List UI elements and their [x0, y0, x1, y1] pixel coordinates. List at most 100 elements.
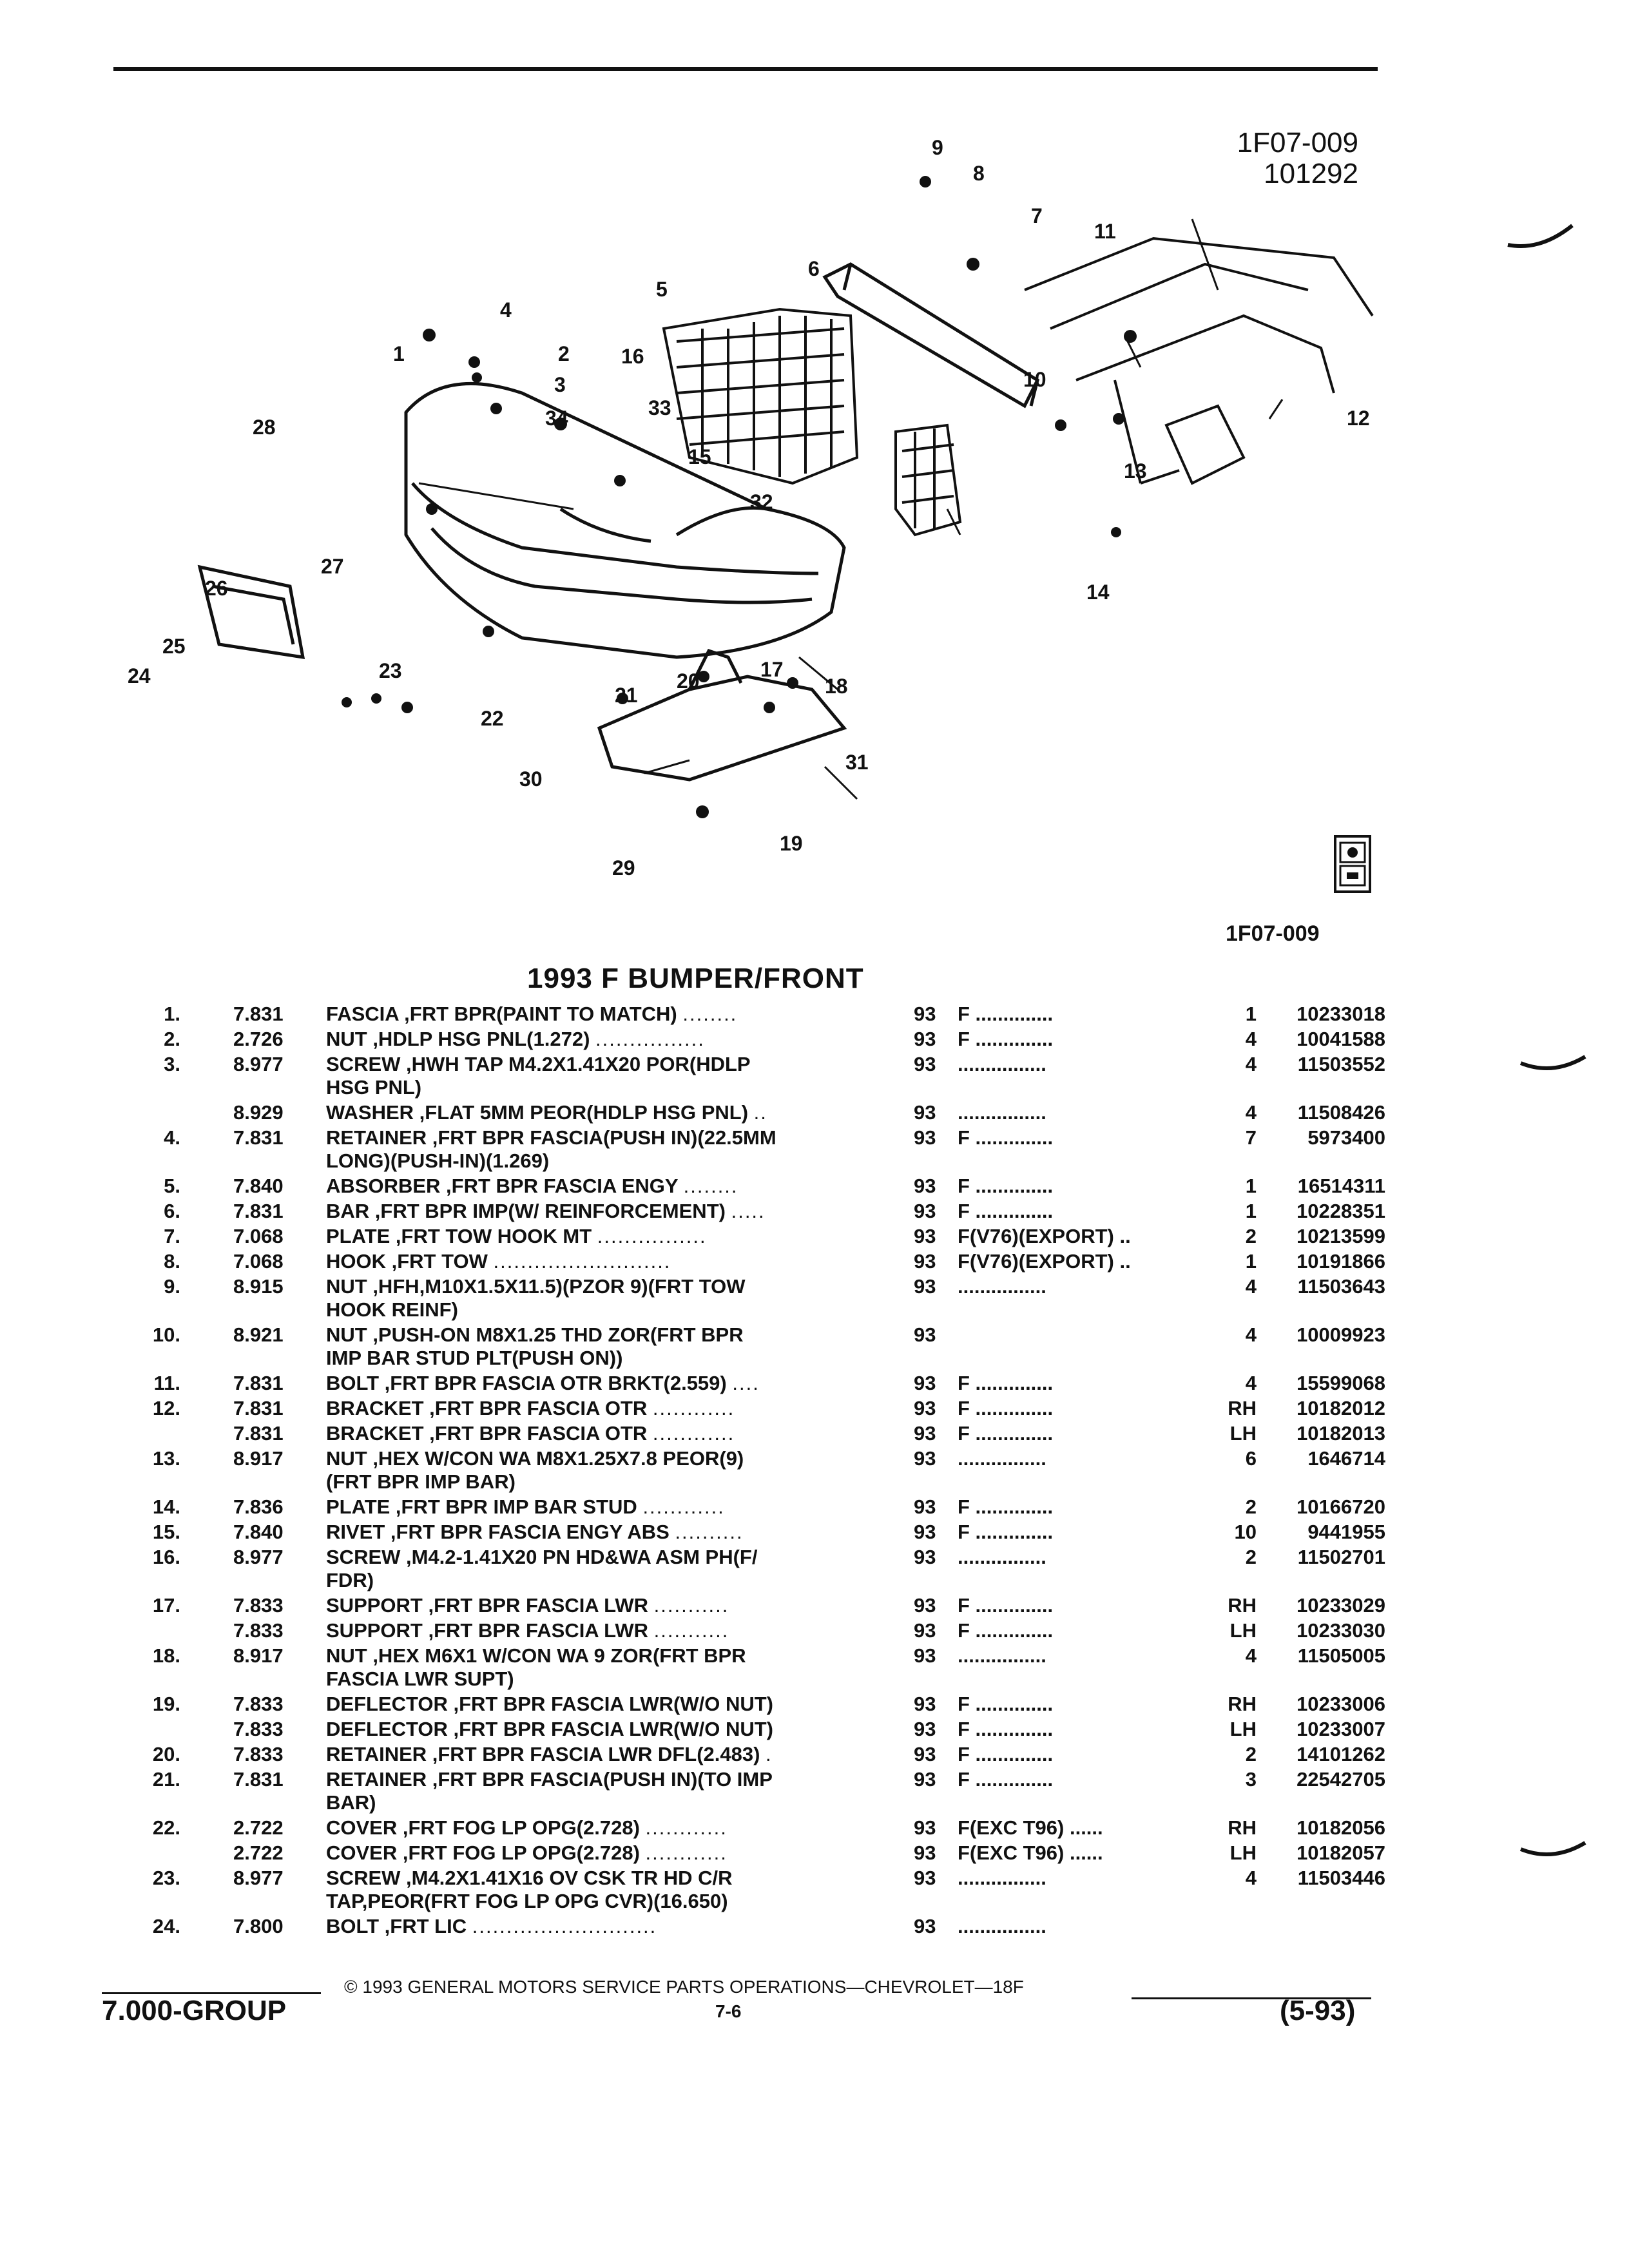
item-number: 6. — [164, 1200, 180, 1222]
illustration-code: 1F07-009 — [1237, 127, 1358, 159]
part-description: SCREW ,M4.2X1.41X16 OV CSK TR HD C/R TAP… — [326, 1867, 874, 1913]
part-description: DEFLECTOR ,FRT BPR FASCIA LWR(W/O NUT) — [326, 1718, 874, 1741]
svg-text:15: 15 — [688, 445, 711, 468]
item-number: 11. — [153, 1372, 180, 1394]
part-number: 1646714 — [1307, 1447, 1385, 1470]
quantity: 4 — [1245, 1323, 1257, 1346]
part-description: WASHER ,FLAT 5MM PEOR(HDLP HSG PNL) .. — [326, 1101, 874, 1124]
svg-text:9: 9 — [932, 136, 943, 159]
section-title: 1993 F BUMPER/FRONT — [527, 963, 864, 994]
quantity: RH — [1228, 1594, 1257, 1617]
quantity: 4 — [1245, 1101, 1257, 1124]
svg-text:25: 25 — [162, 635, 186, 658]
leader-dots: .... — [732, 1372, 760, 1394]
description-text: RETAINER ,FRT BPR FASCIA LWR DFL(2.483) — [326, 1743, 760, 1765]
group-number: 7.836 — [233, 1495, 284, 1518]
usage-code: F .............. — [958, 1495, 1054, 1518]
description-text: NUT ,HEX M6X1 W/CON WA 9 ZOR(FRT BPR FAS… — [326, 1644, 746, 1690]
part-description: NUT ,HEX W/CON WA M8X1.25X7.8 PEOR(9) (F… — [326, 1447, 874, 1494]
illustration-date-code: 101292 — [1264, 158, 1358, 189]
quantity: RH — [1228, 1816, 1257, 1839]
part-number: 10182012 — [1296, 1397, 1385, 1419]
group-number: 8.915 — [233, 1275, 284, 1298]
leader-dots: ............ — [642, 1495, 725, 1518]
part-description: RETAINER ,FRT BPR FASCIA(PUSH IN)(22.5MM… — [326, 1126, 874, 1173]
gm-spo-logo-icon — [1334, 835, 1371, 893]
model-year: 93 — [914, 1718, 936, 1740]
part-description: NUT ,PUSH-ON M8X1.25 THD ZOR(FRT BPR IMP… — [326, 1323, 874, 1370]
part-description: COVER ,FRT FOG LP OPG(2.728) ...........… — [326, 1816, 874, 1840]
leader-lines — [418, 218, 1284, 800]
item-number: 2. — [164, 1028, 180, 1050]
usage-code: F .............. — [958, 1768, 1054, 1791]
part-description: SCREW ,M4.2-1.41X20 PN HD&WA ASM PH(F/ F… — [326, 1546, 874, 1592]
group-number: 7.800 — [233, 1915, 284, 1937]
item-number: 15. — [152, 1521, 180, 1543]
footer-date: (5-93) — [1280, 1995, 1356, 2026]
model-year: 93 — [914, 1841, 936, 1864]
item-number: 24. — [152, 1915, 180, 1937]
quantity: 2 — [1245, 1225, 1257, 1247]
group-number: 7.831 — [233, 1372, 284, 1394]
item-number: 14. — [152, 1495, 180, 1518]
part-number: 10182057 — [1296, 1841, 1385, 1864]
description-text: NUT ,HFH,M10X1.5X11.5)(PZOR 9)(FRT TOW H… — [326, 1275, 746, 1321]
group-number: 7.840 — [233, 1521, 284, 1543]
quantity: 4 — [1245, 1644, 1257, 1667]
leader-dots: ........ — [682, 1003, 738, 1025]
usage-code: ................ — [958, 1546, 1046, 1568]
item-number: 3. — [164, 1053, 180, 1075]
usage-code: F .............. — [958, 1028, 1054, 1050]
quantity: 3 — [1245, 1768, 1257, 1791]
item-number: 5. — [164, 1175, 180, 1197]
quantity: 4 — [1245, 1275, 1257, 1298]
model-year: 93 — [914, 1028, 936, 1050]
description-text: SUPPORT ,FRT BPR FASCIA LWR — [326, 1619, 649, 1642]
description-text: PLATE ,FRT BPR IMP BAR STUD — [326, 1495, 637, 1518]
description-text: BOLT ,FRT BPR FASCIA OTR BRKT(2.559) — [326, 1372, 727, 1394]
footer-rule-left — [102, 1992, 321, 1994]
model-year: 93 — [914, 1816, 936, 1839]
part-number: 22542705 — [1296, 1768, 1385, 1791]
item-number: 17. — [152, 1594, 180, 1617]
group-number: 7.831 — [233, 1003, 284, 1025]
group-number: 8.977 — [233, 1053, 284, 1075]
model-year: 93 — [914, 1867, 936, 1889]
description-text: SUPPORT ,FRT BPR FASCIA LWR — [326, 1594, 649, 1617]
footer-page-number: 7-6 — [715, 2001, 742, 2021]
part-number: 10041588 — [1296, 1028, 1385, 1050]
part-number: 11502701 — [1297, 1546, 1385, 1568]
svg-text:31: 31 — [845, 751, 869, 774]
small-fasteners — [342, 176, 1137, 818]
item-number: 7. — [164, 1225, 180, 1247]
model-year: 93 — [914, 1495, 936, 1518]
group-number: 7.831 — [233, 1397, 284, 1419]
part-number: 9441955 — [1307, 1521, 1385, 1543]
quantity: LH — [1229, 1422, 1257, 1445]
usage-code: F .............. — [958, 1372, 1054, 1394]
part-number: 10191866 — [1296, 1250, 1385, 1273]
group-number: 7.831 — [233, 1200, 284, 1222]
quantity: 2 — [1245, 1743, 1257, 1765]
model-year: 93 — [914, 1743, 936, 1765]
scan-mark-middle — [1519, 1055, 1586, 1070]
description-text: BOLT ,FRT LIC — [326, 1915, 467, 1937]
quantity: 1 — [1245, 1003, 1257, 1025]
description-text: ABSORBER ,FRT BPR FASCIA ENGY — [326, 1175, 678, 1197]
group-number: 7.831 — [233, 1422, 284, 1445]
svg-text:22: 22 — [481, 707, 504, 730]
svg-text:7: 7 — [1031, 204, 1043, 227]
group-number: 8.977 — [233, 1867, 284, 1889]
usage-code: F .............. — [958, 1743, 1054, 1765]
footer-group: 7.000-GROUP — [102, 1995, 287, 2026]
quantity: 2 — [1245, 1495, 1257, 1518]
svg-text:6: 6 — [808, 257, 820, 280]
group-number: 8.977 — [233, 1546, 284, 1568]
